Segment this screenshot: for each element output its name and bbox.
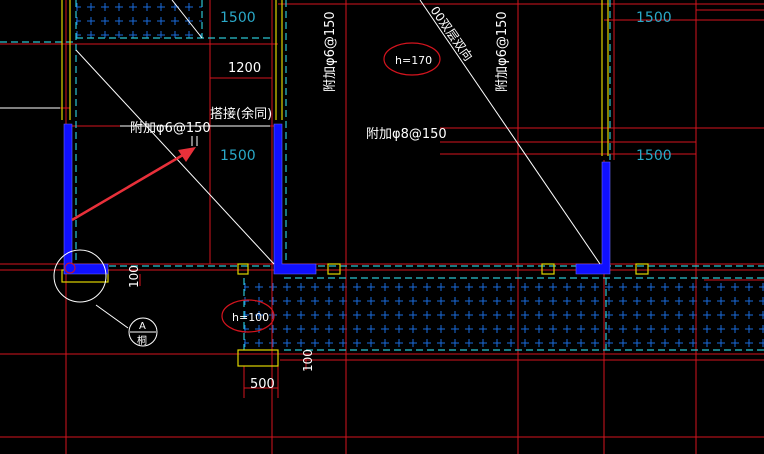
dim-1500-mid-right: 1500 [636, 148, 672, 164]
red-arrow-icon [71, 147, 196, 222]
yellow-wall-lines [61, 0, 649, 367]
section-label-a: A [139, 321, 146, 332]
dim-100-bottom: 100 [301, 349, 315, 372]
slab-thickness-h170: h=170 [395, 54, 432, 67]
slab-thickness-h100: h=100 [232, 311, 269, 324]
section-bubble-icon [53, 249, 158, 347]
dim-500: 500 [250, 377, 275, 392]
dim-100-left: 100 [127, 265, 141, 288]
hatched-slab-top-left [76, 0, 202, 38]
dim-1500-top-left: 1500 [220, 10, 256, 26]
rebar-phi8-label: 附加φ8@150 [366, 127, 447, 142]
rebar-phi6-vertical-a: 附加φ6@150 [323, 11, 338, 92]
section-dot [64, 262, 76, 274]
highlight-ellipse-h100 [221, 299, 275, 333]
lap-tick-marks [191, 136, 198, 146]
dim-1200: 1200 [228, 61, 261, 76]
rebar-phi6-vertical-b: 附加φ6@150 [495, 11, 510, 92]
diagonal-note: 00双层双向 [428, 3, 477, 63]
blue-columns [63, 123, 611, 275]
dimension-lines [139, 72, 307, 398]
highlight-ellipse-h170 [383, 42, 441, 76]
section-sheet-label: 桐 [137, 334, 147, 347]
dim-1500-mid-left: 1500 [220, 148, 256, 164]
white-diagonals [0, 0, 601, 329]
rebar-phi6-label: 附加φ6@150 [130, 121, 211, 136]
dim-1500-top-right: 1500 [636, 10, 672, 26]
hatched-slab-bottom [278, 278, 764, 350]
lap-note-label: 搭接(余同) [210, 106, 272, 122]
cyan-dashed-edges [0, 0, 764, 351]
